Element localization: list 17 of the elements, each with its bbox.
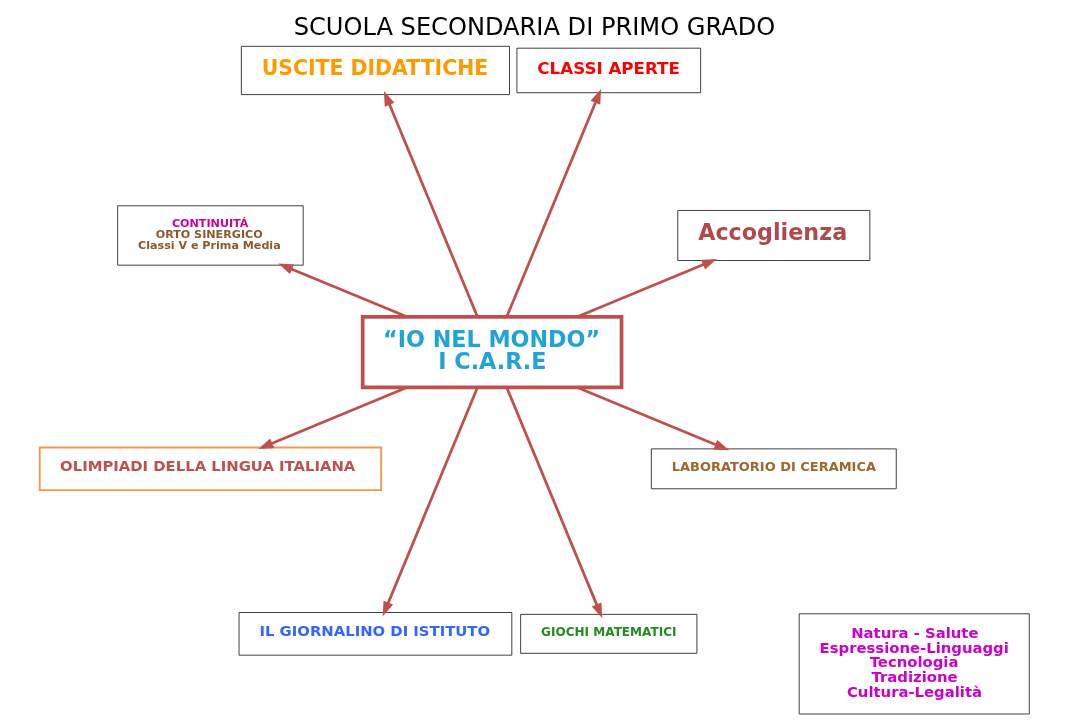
arrow (505, 387, 602, 619)
node-box: CLASSI APERTE (515, 47, 701, 94)
node-box: GIOCHI MATEMATICI (519, 613, 697, 654)
node-box: Natura - Salute Espressione-Linguaggi Tecnologia Tradizione Cultura-Legalità (798, 613, 1030, 715)
arrow (505, 89, 601, 318)
arrow (576, 386, 729, 451)
arrow (257, 386, 407, 449)
node-box: CONTINUITÁ ORTO SINERGICO Classi V e Prima Media (116, 205, 304, 266)
arrow (383, 90, 479, 318)
arrow (382, 387, 479, 617)
node-box: USCITE DIDATTICHE (240, 45, 510, 96)
node-box: Accoglienza (676, 209, 870, 261)
diagram-title: SCUOLA SECONDARIA DI PRIMO GRADO (293, 13, 775, 42)
node-box: “IO NEL MONDO” I C.A.R.E (360, 315, 623, 390)
node-box: LABORATORIO DI CERAMICA (650, 448, 897, 490)
node-box: IL GIORNALINO DI ISTITUTO (238, 612, 512, 656)
node-box: OLIMPIADI DELLA LINGUA ITALIANA (38, 446, 382, 492)
